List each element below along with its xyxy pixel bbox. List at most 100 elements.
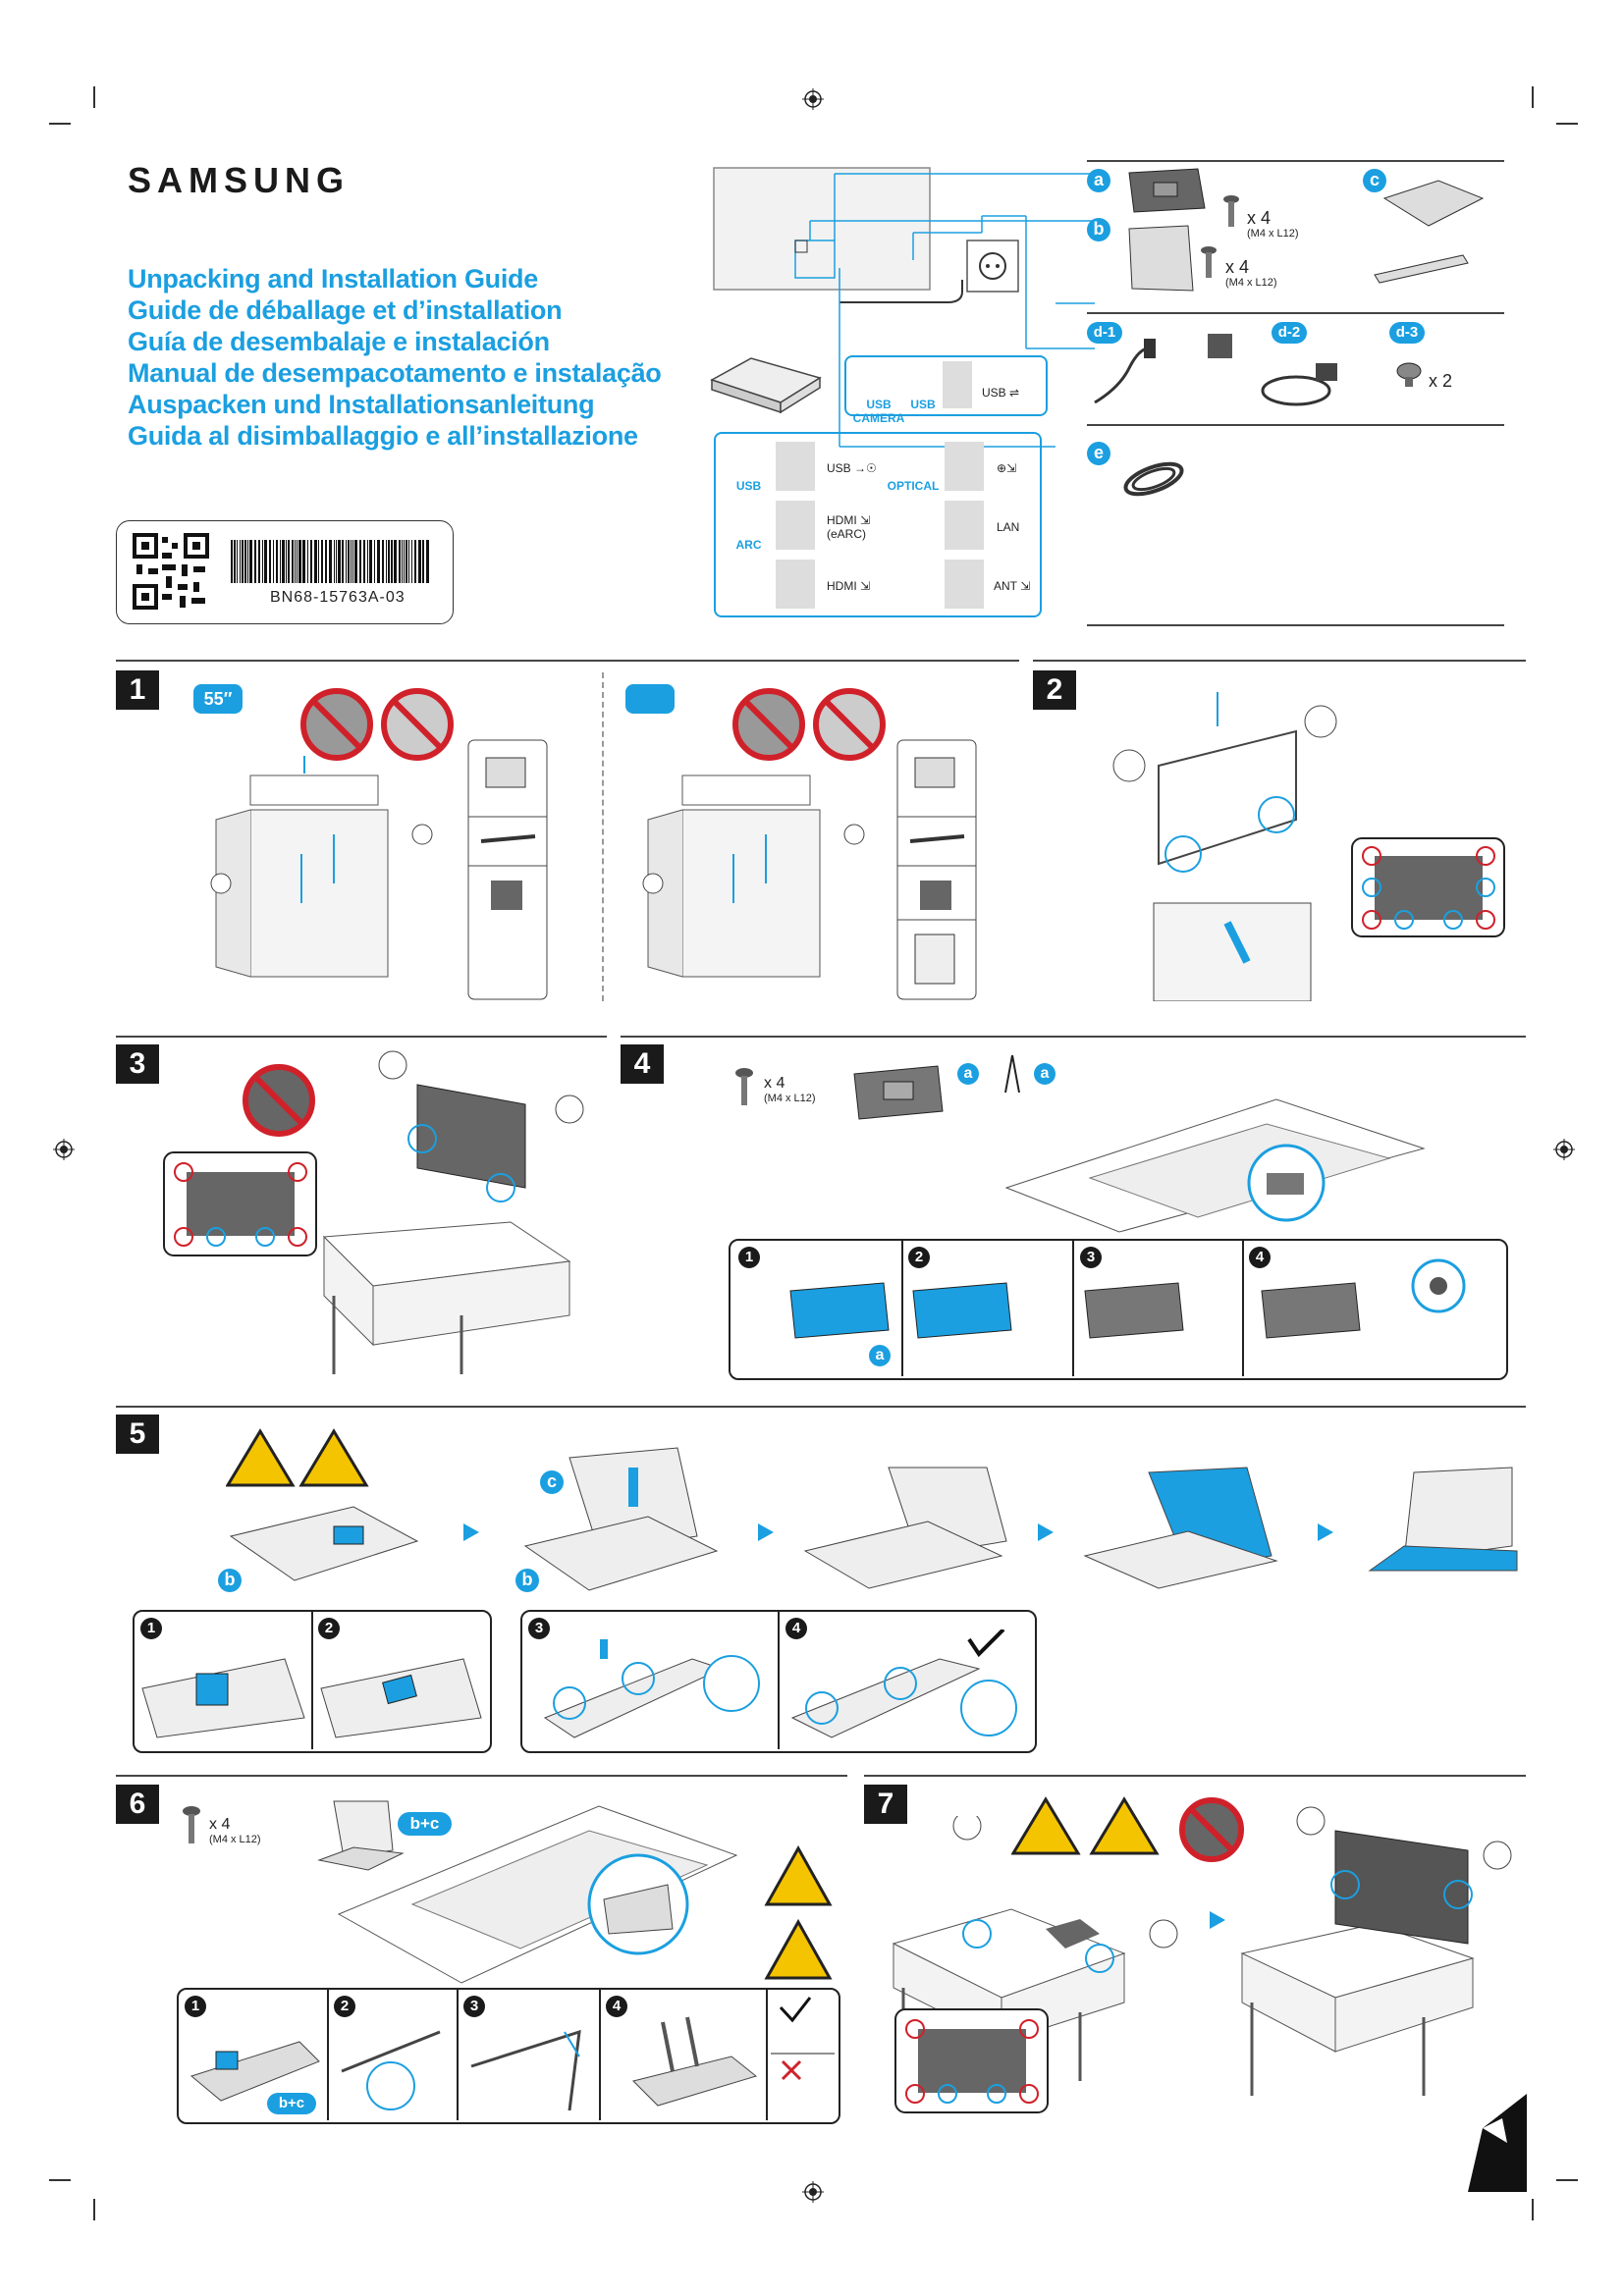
screw-spec: (M4 x L12) xyxy=(209,1834,261,1845)
stand-neck-detail xyxy=(543,1639,760,1738)
antenna-port-icon xyxy=(945,560,984,609)
step-number-5: 5 xyxy=(116,1415,159,1454)
barcode-bar xyxy=(359,540,361,583)
component-label-a: a xyxy=(869,1345,891,1366)
bracket-highlight xyxy=(912,1282,1012,1339)
component-label-e: e xyxy=(1087,442,1110,465)
step-number-7: 7 xyxy=(864,1785,907,1824)
barcode-bar xyxy=(386,540,387,583)
port-name: HDMI ⇲ (eARC) xyxy=(827,513,871,541)
port-label: USB xyxy=(735,479,762,493)
quantity: x 4 xyxy=(209,1816,231,1833)
barcode-bar xyxy=(321,540,323,583)
next-arrow-icon xyxy=(1038,1523,1054,1541)
guide-titles: Unpacking and Installation Guide Guide d… xyxy=(128,263,662,452)
prohibited-icon xyxy=(300,688,454,761)
screw-icon xyxy=(1201,246,1217,278)
stand-base-detail xyxy=(141,1658,305,1738)
barcode-bar xyxy=(276,540,278,583)
registration-mark-icon xyxy=(802,88,824,110)
component-label-a: a xyxy=(1087,169,1110,192)
barcode-bar xyxy=(402,540,403,583)
sub-step-number: 2 xyxy=(318,1618,340,1639)
screw-spec: (M4 x L12) xyxy=(1225,277,1277,289)
stand-assembled-illustration xyxy=(803,1467,1007,1589)
barcode-bar xyxy=(264,540,267,583)
crop-mark xyxy=(93,2199,95,2220)
divider xyxy=(1087,312,1504,314)
screw-spec: (M4 x L12) xyxy=(764,1093,816,1104)
unboxing-illustration xyxy=(642,774,865,978)
divider xyxy=(901,1239,903,1376)
do-not-touch-screen-panel xyxy=(163,1151,317,1256)
bracket-mounted xyxy=(1261,1282,1361,1339)
quantity: x 2 xyxy=(1429,371,1453,391)
tv-face-down-on-table-illustration xyxy=(337,1805,738,1984)
stand-plate-b-icon xyxy=(1128,225,1194,292)
component-label-c: c xyxy=(1363,169,1386,192)
quantity: x 4 xyxy=(1247,208,1272,228)
tv-connection-diagram xyxy=(710,167,1095,448)
port-name: ⊕⇲ xyxy=(997,461,1017,475)
barcode-bar xyxy=(388,540,390,583)
component-label-d2: d-2 xyxy=(1272,322,1307,344)
next-arrow-icon xyxy=(1210,1911,1225,1929)
component-label-d1: d-1 xyxy=(1087,322,1122,344)
barcode-bar xyxy=(414,540,416,583)
crop-mark xyxy=(93,86,95,108)
dashed-divider xyxy=(602,672,604,1001)
crop-mark xyxy=(1532,2199,1534,2220)
lan-port-icon xyxy=(945,501,984,550)
included-parts-panel xyxy=(896,739,977,1000)
divider xyxy=(1072,1239,1074,1376)
registration-mark-icon xyxy=(802,2181,824,2203)
divider xyxy=(311,1610,313,1749)
barcode-bar xyxy=(254,540,256,583)
screw-icon xyxy=(1223,195,1239,227)
divider xyxy=(1087,160,1504,162)
component-label-c: c xyxy=(540,1470,564,1494)
barcode-bar xyxy=(262,540,263,583)
cable-tie-d2-icon xyxy=(1261,363,1337,406)
page-turn-icon xyxy=(1468,2094,1527,2192)
step-number-4: 4 xyxy=(621,1044,664,1084)
barcode-bar xyxy=(394,540,397,583)
screw-icon xyxy=(735,1068,753,1105)
component-label-b: b xyxy=(218,1569,242,1592)
sub-step-number: 4 xyxy=(1249,1247,1271,1268)
next-arrow-icon xyxy=(463,1523,479,1541)
sub-step-number: 1 xyxy=(185,1996,206,2017)
port-name: USB →☉ xyxy=(827,461,877,475)
barcode-bar xyxy=(234,540,236,583)
stand-mount-detail xyxy=(189,2041,320,2102)
barcode-bar xyxy=(325,540,327,583)
barcode-bar xyxy=(310,540,312,583)
stand-neck-detail xyxy=(790,1629,1017,1738)
stand-fold-illustration xyxy=(1083,1467,1278,1589)
barcode-bar xyxy=(369,540,372,583)
registration-mark-icon xyxy=(53,1139,75,1160)
sub-step-number: 1 xyxy=(140,1618,162,1639)
do-not-touch-screen-panel xyxy=(1351,837,1505,937)
barcode-bar xyxy=(258,540,260,583)
lift-tv-illustration xyxy=(1112,692,1337,1001)
stand-neck-insert-illustration xyxy=(523,1447,719,1591)
sub-step-number: 3 xyxy=(528,1618,550,1639)
barcode-bar xyxy=(297,540,298,583)
power-cable-e-icon xyxy=(1123,461,1184,497)
barcode-bar xyxy=(408,540,409,583)
stand-assembly-icon xyxy=(317,1800,405,1871)
component-label-b: b xyxy=(515,1569,539,1592)
divider xyxy=(864,1775,1526,1777)
prohibited-icon xyxy=(1179,1797,1244,1862)
warning-icon xyxy=(1011,1796,1160,1855)
barcode-bar xyxy=(363,540,365,583)
qr-code-icon xyxy=(133,533,209,610)
quantity: x 4 xyxy=(1225,257,1250,277)
sub-step-number: 2 xyxy=(908,1247,930,1268)
barcode-bar xyxy=(292,540,294,583)
barcode-bar xyxy=(422,540,424,583)
barcode-bar xyxy=(273,540,274,583)
divider xyxy=(116,1036,607,1038)
crop-mark xyxy=(1556,123,1578,125)
